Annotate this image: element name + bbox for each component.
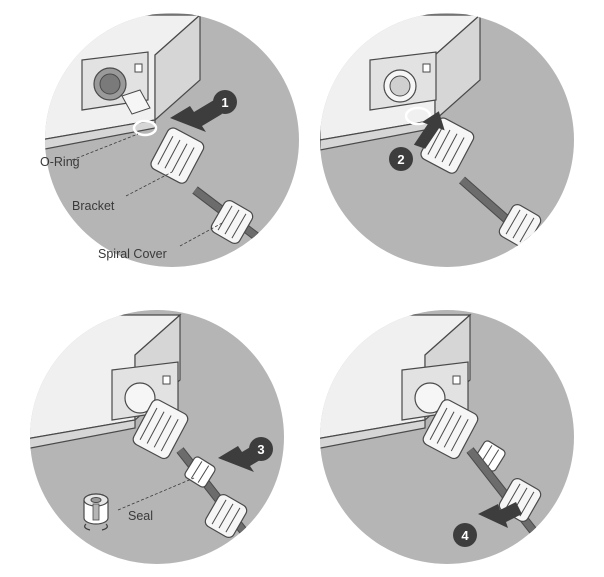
push-arrow-icon <box>413 111 445 149</box>
o-ring-label: O-Ring <box>40 155 80 169</box>
step-3-panel: 3 Seal <box>30 310 284 564</box>
step-1-panel: 1 O-Ring Bracket Spiral Cover <box>40 13 299 267</box>
seal-label: Seal <box>128 509 153 523</box>
step-3-badge: 3 <box>249 437 273 461</box>
step-3-number: 3 <box>257 442 264 457</box>
step-4-panel: 4 <box>320 310 574 564</box>
push-arrow-icon <box>170 100 222 132</box>
step-1-badge: 1 <box>213 90 237 114</box>
step-1-number: 1 <box>221 95 228 110</box>
step-4-badge: 4 <box>453 523 477 547</box>
push-arrow-icon <box>478 502 522 528</box>
spiral-cover-label: Spiral Cover <box>98 247 167 261</box>
step-2-panel: 2 <box>320 13 574 267</box>
bracket-label: Bracket <box>72 199 115 213</box>
seal-icon <box>83 493 109 531</box>
step-2-badge: 2 <box>389 147 413 171</box>
step-4-number: 4 <box>461 528 469 543</box>
step-2-number: 2 <box>397 152 404 167</box>
